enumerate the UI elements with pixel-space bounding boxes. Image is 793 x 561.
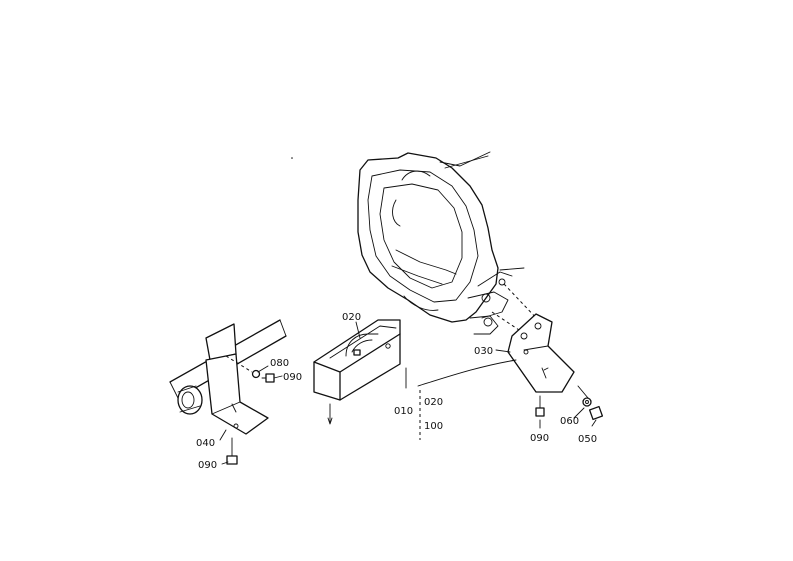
callout-080: 080 [270,358,289,369]
callout-040: 040 [196,438,215,449]
tool-box [313,319,407,425]
bolt-090-right [535,395,545,417]
callout-050: 050 [578,434,597,445]
centerline-left [225,355,253,373]
cable [417,359,517,387]
left-bracket [205,323,269,435]
callout-090-right: 090 [530,433,549,444]
callout-010: 010 [394,406,413,417]
callout-090-left: 090 [283,372,302,383]
callout-020-box: 020 [342,312,361,323]
bolt-090-left [261,373,275,383]
right-bracket [507,313,575,393]
callout-020-group: 020 [424,397,443,408]
leader-lines [219,321,597,465]
callout-100: 100 [424,421,443,432]
callout-030: 030 [474,346,493,357]
speck [291,157,293,159]
washer-060 [582,397,592,407]
flywheel-housing [357,151,541,337]
callout-060: 060 [560,416,579,427]
callout-090-bottom: 090 [198,460,217,471]
rubber-mount [177,385,203,415]
bolt-050 [577,385,604,421]
bolt-090-bottom [226,437,238,465]
